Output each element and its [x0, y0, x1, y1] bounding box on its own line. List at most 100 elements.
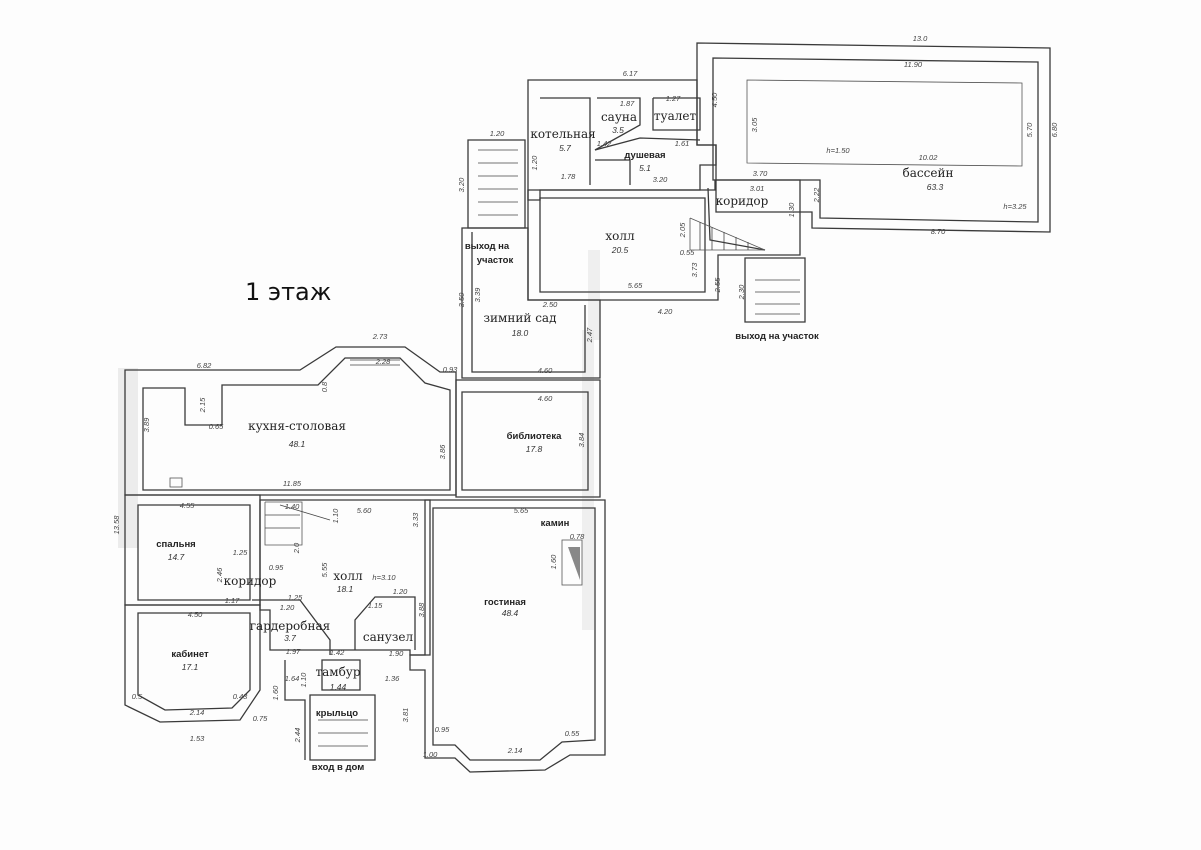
room-label: душевая — [624, 150, 665, 161]
dimension-label: 4.60 — [538, 394, 553, 403]
annotation-label: выход на — [465, 241, 510, 252]
dimension-label: 6.17 — [623, 69, 638, 78]
room-label: туалет — [654, 109, 697, 123]
dimension-label: 1.20 — [490, 129, 505, 138]
room-label: бассейн — [903, 166, 954, 180]
room-area: 63.3 — [927, 182, 944, 192]
room-area: 17.8 — [526, 444, 543, 454]
scan-smudge — [118, 368, 138, 548]
dimension-label: 2.30 — [737, 284, 746, 300]
walls — [124, 42, 1051, 773]
dimension-label: 3.01 — [750, 184, 765, 193]
room-area: 1.44 — [330, 682, 347, 692]
dimension-label: 3.89 — [142, 417, 151, 432]
dimension-label: 5.65 — [514, 506, 529, 515]
room-label: кабинет — [171, 649, 209, 660]
dimension-label: 1.42 — [597, 139, 612, 148]
room-label: зимний сад — [484, 311, 557, 325]
dimension-label: 1.40 — [285, 502, 300, 511]
dimension-label: 3.20 — [653, 175, 668, 184]
dimension-label: 5.70 — [1025, 122, 1034, 137]
room-area: 5.7 — [559, 143, 571, 153]
room-area: 3.5 — [612, 125, 624, 135]
dimension-label: 2.22 — [812, 187, 821, 203]
room-area: 48.1 — [289, 439, 306, 449]
dimension-label: 3.70 — [753, 169, 768, 178]
dimension-label: 13.58 — [112, 515, 121, 535]
dimension-label: 10.02 — [919, 153, 939, 162]
dimension-label: 3.50 — [457, 292, 466, 307]
dimension-label: 2.47 — [585, 327, 594, 343]
dimension-label: 2.44 — [293, 728, 302, 744]
room-area: 48.4 — [502, 608, 519, 618]
room-area: 3.7 — [284, 633, 296, 643]
room-label: холл — [605, 229, 635, 243]
room-label: коридор — [224, 574, 277, 588]
dimension-label: 2.0 — [292, 542, 301, 554]
dimension-label: 3.05 — [750, 117, 759, 132]
dimension-label: 0.95 — [435, 725, 450, 734]
dimension-label: 1.90 — [389, 649, 404, 658]
dimension-label: 0.75 — [253, 714, 268, 723]
room-area: 17.1 — [182, 662, 199, 672]
dimension-label: 2.73 — [372, 332, 388, 341]
dimension-label: 1.20 — [530, 155, 539, 170]
dimension-label: 1.36 — [385, 674, 400, 683]
dimension-label: 5.55 — [320, 562, 329, 577]
annotation-label: выход на участок — [735, 331, 819, 342]
dimension-label: 4.55 — [180, 501, 195, 510]
dimension-label: 2.14 — [189, 708, 205, 717]
room-label: холл — [333, 569, 363, 583]
dimension-label: 3.86 — [438, 444, 447, 459]
dimension-label: 11.85 — [283, 479, 302, 488]
dimension-label: 1.00 — [423, 750, 438, 759]
dimension-label: 0.43 — [233, 692, 248, 701]
dimension-label: 1.25 — [233, 548, 248, 557]
dimension-label: 5.60 — [357, 506, 372, 515]
dimension-label: 3.88 — [417, 602, 426, 617]
room-label: гардеробная — [250, 619, 330, 633]
room-label: библиотека — [507, 431, 562, 442]
room-label: санузел — [363, 630, 414, 644]
dimension-label: 1.17 — [225, 596, 240, 605]
room-label: камин — [541, 518, 570, 529]
dimension-label: 6.80 — [1050, 122, 1059, 137]
dimension-label: 6.82 — [197, 361, 212, 370]
dimension-label: 0.78 — [570, 532, 585, 541]
dimension-label: h=3.25 — [1003, 202, 1027, 211]
dimension-label: 3.73 — [690, 262, 699, 277]
scan-smudge — [588, 250, 600, 340]
dimension-label: 1.60 — [549, 554, 558, 569]
dimension-label: 1.61 — [675, 139, 690, 148]
dimension-label: 1.97 — [286, 647, 301, 656]
dimension-label: 2.05 — [678, 222, 687, 238]
room-label: тамбур — [315, 665, 360, 679]
dimension-label: 5.65 — [628, 281, 643, 290]
dimension-label: 11.90 — [904, 60, 923, 69]
annotation-label: вход в дом — [312, 762, 364, 773]
dimension-label: 1.42 — [330, 648, 345, 657]
dimension-label: 2.46 — [215, 567, 224, 583]
dimension-label: 4.60 — [538, 366, 553, 375]
dimension-label: 0.55 — [565, 729, 580, 738]
floor-title: 1 этаж — [245, 278, 332, 306]
dimension-label: 3.81 — [401, 708, 410, 723]
dimension-label: 2.14 — [507, 746, 523, 755]
dimension-label: 3.33 — [411, 512, 420, 527]
dimension-label: 0.8 — [320, 381, 329, 392]
dimension-label: 3.20 — [457, 177, 466, 192]
dimension-label: 0.95 — [269, 563, 284, 572]
dimension-label: 1.60 — [271, 685, 280, 700]
dimension-label: 1.10 — [331, 508, 340, 523]
room-area: 18.0 — [512, 328, 529, 338]
room-label: гостиная — [484, 597, 526, 608]
dimension-label: 2.28 — [375, 357, 391, 366]
room-label: кухня-столовая — [248, 419, 346, 433]
dimension-label: 0.5 — [132, 692, 143, 701]
dimension-label: 8.70 — [931, 227, 946, 236]
dimension-label: 2.55 — [713, 277, 722, 293]
dimension-label: 0.65 — [209, 422, 224, 431]
room-label: сауна — [601, 110, 637, 124]
dimension-label: 1.53 — [190, 734, 205, 743]
dimension-label: 2.50 — [542, 300, 558, 309]
